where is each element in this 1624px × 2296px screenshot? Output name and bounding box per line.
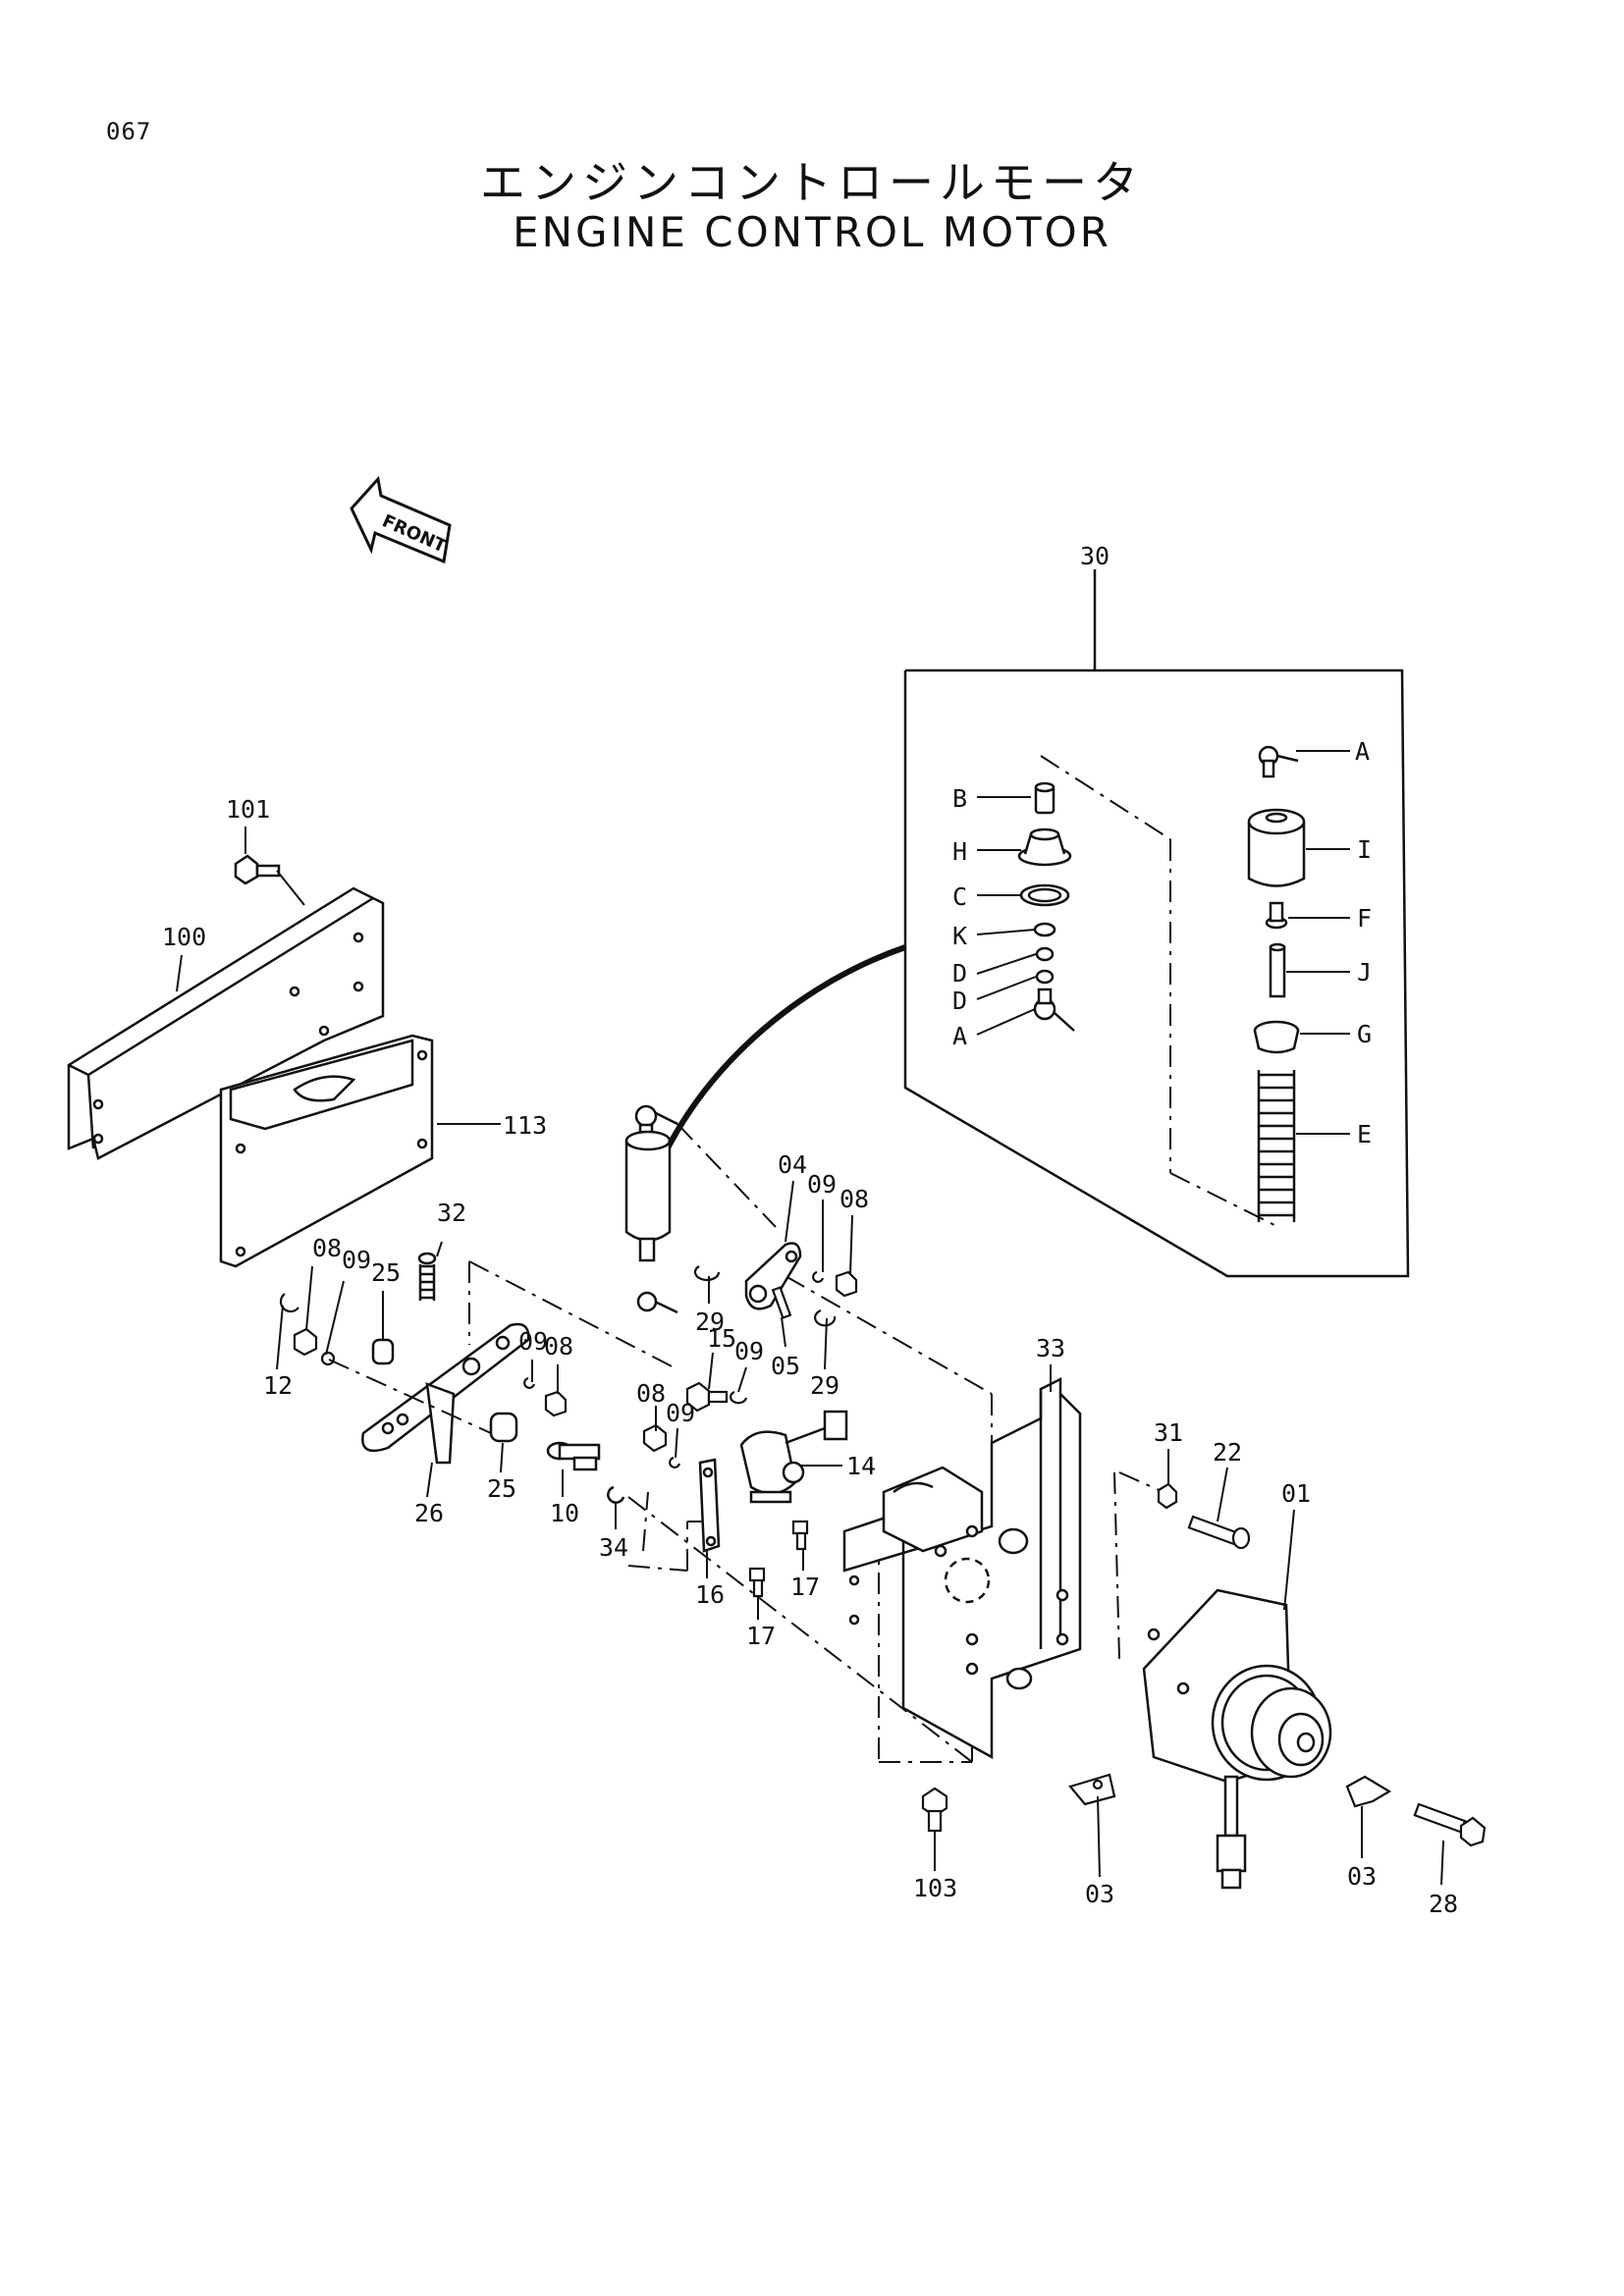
bushing-b-icon [1034, 781, 1056, 815]
kit-label-d1: D [952, 959, 967, 988]
link-16-icon [698, 1458, 721, 1553]
washer-k-icon [1033, 922, 1056, 937]
callout-12: 12 [263, 1371, 293, 1400]
callout-04: 04 [778, 1150, 807, 1179]
kit-parts [1017, 745, 1306, 1222]
callout-16: 16 [695, 1580, 725, 1609]
retainer-g-icon [1253, 1020, 1300, 1054]
callout-32: 32 [437, 1199, 466, 1227]
callout-34: 34 [599, 1533, 628, 1562]
cover-100 [67, 886, 385, 1160]
callout-113: 113 [503, 1111, 547, 1140]
shaft-10-icon [546, 1441, 601, 1471]
nut-d1-icon [1035, 946, 1055, 962]
callout-08-b: 08 [544, 1332, 573, 1361]
kit-label-a-top: A [1355, 737, 1370, 766]
motor-01 [1142, 1588, 1332, 1890]
callout-26: 26 [414, 1499, 444, 1527]
kit-label-j: J [1357, 958, 1372, 987]
callout-28: 28 [1429, 1890, 1458, 1918]
snap-ring-c-icon [1019, 883, 1070, 907]
callout-01: 01 [1281, 1479, 1311, 1508]
bolt-101-icon [234, 854, 281, 885]
kit-label-i: I [1357, 835, 1372, 864]
sensor-14-icon [739, 1410, 848, 1504]
callout-leaders [176, 827, 1444, 1886]
cap-h-icon [1017, 828, 1072, 867]
lever-26 [361, 1322, 530, 1465]
clip-34-icon [607, 1485, 625, 1504]
kit-30-box [903, 569, 1410, 1278]
page-number: 067 [106, 118, 152, 145]
callout-08-a: 08 [312, 1234, 342, 1262]
small-parts-left [279, 1293, 568, 1417]
spring-e-icon [1257, 1070, 1296, 1222]
nut-d2-icon [1035, 969, 1055, 985]
callout-25-a: 25 [371, 1258, 401, 1287]
front-arrow: FRONT [350, 475, 452, 564]
spring-32-icon [417, 1252, 437, 1301]
kit-label-d2: D [952, 987, 967, 1015]
rod-j-icon [1269, 942, 1286, 998]
kit-label-h: H [952, 837, 967, 866]
callout-09-d: 09 [734, 1337, 764, 1365]
plate-113 [219, 1034, 434, 1268]
callout-100: 100 [162, 923, 206, 951]
callout-08-c: 08 [839, 1185, 869, 1213]
kit-label-a-bottom: A [952, 1022, 967, 1050]
page-title-english: ENGINE CONTROL MOTOR [513, 208, 1111, 256]
callout-05: 05 [771, 1352, 800, 1380]
callout-numbers: 101 100 113 32 08 09 25 12 09 08 26 25 1… [162, 795, 1458, 1918]
callout-09-a: 09 [342, 1246, 371, 1274]
callout-15: 15 [707, 1324, 736, 1353]
kit-label-f: F [1357, 904, 1372, 933]
callout-10: 10 [550, 1499, 579, 1527]
callout-08-d: 08 [636, 1379, 666, 1408]
page-title-japanese: エンジンコントロールモータ [480, 156, 1144, 209]
callout-03-b: 03 [1347, 1862, 1377, 1891]
kit-guide-lines [1040, 755, 1279, 1228]
callout-25-b: 25 [487, 1474, 516, 1503]
bracket-33 [842, 1376, 1082, 1760]
callout-29-b: 29 [810, 1371, 839, 1400]
cylinder-cover-i-icon [1247, 808, 1306, 887]
callout-33: 33 [1036, 1334, 1065, 1362]
kit-letter-labels: A B H C K D D A I F J G E [952, 737, 1372, 1148]
kit-label-g: G [1357, 1020, 1372, 1048]
ball-joint-a-top-icon [1258, 745, 1299, 778]
callout-101: 101 [226, 795, 270, 824]
kit-label-c: C [952, 882, 967, 911]
callout-22: 22 [1213, 1438, 1242, 1467]
small-parts-center [642, 1265, 858, 1468]
arm-04-icon [744, 1242, 802, 1310]
callout-31: 31 [1154, 1418, 1183, 1447]
actuator-cylinder [624, 1104, 678, 1314]
kit-label-b: B [952, 784, 967, 813]
callout-14: 14 [846, 1452, 876, 1480]
kit-label-e: E [1357, 1120, 1372, 1148]
callout-09-c: 09 [807, 1170, 837, 1199]
callout-09-b: 09 [518, 1327, 548, 1356]
callout-29-a: 29 [695, 1308, 725, 1336]
bolts-17 [748, 1520, 809, 1598]
control-cable [655, 944, 906, 1170]
callout-17-b: 17 [746, 1622, 776, 1650]
callout-103: 103 [913, 1874, 957, 1902]
bolts-misc [921, 1482, 1487, 1847]
kit-label-k: K [952, 922, 967, 950]
ball-joint-a-bottom-icon [1033, 988, 1075, 1032]
clamps-03 [1068, 1773, 1392, 1808]
callout-30: 30 [1080, 542, 1110, 570]
bushings-25 [371, 1338, 518, 1443]
callout-09-e: 09 [666, 1399, 695, 1427]
callout-17-a: 17 [790, 1573, 820, 1601]
kit-leaders [976, 750, 1350, 1135]
screw-f-icon [1265, 901, 1288, 930]
callout-03-a: 03 [1085, 1880, 1114, 1908]
